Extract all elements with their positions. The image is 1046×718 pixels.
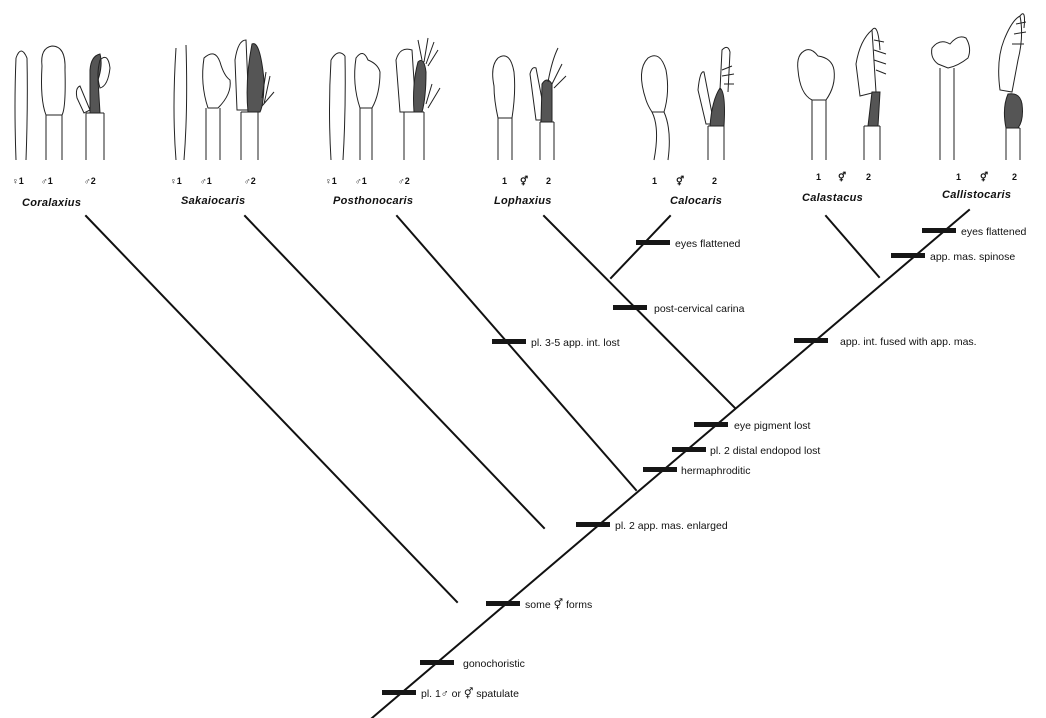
label-callistocaris-3: 2 xyxy=(1012,172,1017,182)
tree-branches xyxy=(86,210,969,718)
label-coralaxius-2: ♂1 xyxy=(41,176,53,186)
char-gonochoristic: gonochoristic xyxy=(463,658,525,670)
bar-hermaphroditic xyxy=(643,467,677,472)
appendage-labels: ♀1 ♂1 ♂2 ♀1 ♂1 ♂2 ♀1 ♂1 ♂2 1 ⚥ 2 1 ⚥ 2 1… xyxy=(12,171,1017,186)
main-stem xyxy=(372,210,969,718)
label-calastacus-2: ⚥ xyxy=(838,171,846,182)
label-lophaxius-1: 1 xyxy=(502,176,507,186)
label-sakaiocaris-2: ♂1 xyxy=(200,176,212,186)
label-sakaiocaris-1: ♀1 xyxy=(170,176,182,186)
taxon-calastacus: Calastacus xyxy=(802,192,863,204)
label-calastacus-3: 2 xyxy=(866,172,871,182)
bar-pl2-distal xyxy=(672,447,706,452)
bar-eye-pigment xyxy=(694,422,728,427)
char-some-forms: some ⚥ forms xyxy=(525,597,592,611)
label-sakaiocaris-3: ♂2 xyxy=(244,176,256,186)
char-hermaphroditic: hermaphroditic xyxy=(681,465,750,477)
appendage-drawings xyxy=(15,14,1026,160)
taxon-lophaxius: Lophaxius xyxy=(494,195,552,207)
bar-some-forms xyxy=(486,601,520,606)
bar-pl2-enlarged xyxy=(576,522,610,527)
drawing-posthonocaris xyxy=(330,38,441,160)
label-callistocaris-1: 1 xyxy=(956,172,961,182)
taxon-coralaxius: Coralaxius xyxy=(22,197,81,209)
taxon-names: Coralaxius Sakaiocaris Posthonocaris Lop… xyxy=(22,189,1011,209)
label-posthonocaris-1: ♀1 xyxy=(325,176,337,186)
branch-calocaris xyxy=(611,216,670,278)
taxon-calocaris: Calocaris xyxy=(670,195,722,207)
branch-posthonocaris xyxy=(397,216,636,490)
label-calocaris-1: 1 xyxy=(652,176,657,186)
label-posthonocaris-3: ♂2 xyxy=(398,176,410,186)
branch-sakaiocaris xyxy=(245,216,544,528)
label-calocaris-3: 2 xyxy=(712,176,717,186)
char-eyes-flattened-b: eyes flattened xyxy=(961,226,1027,238)
char-pl-3-5: pl. 3-5 app. int. lost xyxy=(531,337,620,349)
drawing-sakaiocaris xyxy=(174,40,274,160)
char-app-int-fused: app. int. fused with app. mas. xyxy=(840,336,977,348)
bar-app-int-fused xyxy=(794,338,828,343)
bar-eyes-flattened-a xyxy=(636,240,670,245)
drawing-lophaxius xyxy=(493,48,566,160)
label-callistocaris-2: ⚥ xyxy=(980,171,988,182)
label-posthonocaris-2: ♂1 xyxy=(355,176,367,186)
drawing-callistocaris xyxy=(932,14,1026,160)
char-app-mas-spinose: app. mas. spinose xyxy=(930,251,1015,263)
bar-pl-3-5 xyxy=(492,339,526,344)
label-coralaxius-1: ♀1 xyxy=(12,176,24,186)
taxon-callistocaris: Callistocaris xyxy=(942,189,1011,201)
label-coralaxius-3: ♂2 xyxy=(84,176,96,186)
bar-gonochoristic xyxy=(420,660,454,665)
label-lophaxius-2: ⚥ xyxy=(520,175,528,186)
bar-post-cervical xyxy=(613,305,647,310)
drawing-coralaxius xyxy=(15,46,110,160)
branch-coralaxius xyxy=(86,216,457,602)
char-eye-pigment: eye pigment lost xyxy=(734,420,811,432)
char-pl1-spatulate: pl. 1♂ or ⚥ spatulate xyxy=(421,686,519,700)
drawing-calastacus xyxy=(798,28,886,160)
branch-calastacus xyxy=(826,216,879,277)
char-post-cervical: post-cervical carina xyxy=(654,303,745,315)
bar-pl1-spatulate xyxy=(382,690,416,695)
label-lophaxius-3: 2 xyxy=(546,176,551,186)
label-calocaris-2: ⚥ xyxy=(676,175,684,186)
bar-eyes-flattened-b xyxy=(922,228,956,233)
label-calastacus-1: 1 xyxy=(816,172,821,182)
bar-app-mas-spinose xyxy=(891,253,925,258)
drawing-calocaris xyxy=(641,47,734,160)
char-pl2-enlarged: pl. 2 app. mas. enlarged xyxy=(615,520,728,532)
taxon-sakaiocaris: Sakaiocaris xyxy=(181,195,245,207)
char-eyes-flattened-a: eyes flattened xyxy=(675,238,741,250)
taxon-posthonocaris: Posthonocaris xyxy=(333,195,413,207)
char-pl2-distal: pl. 2 distal endopod lost xyxy=(710,445,820,457)
character-labels: eyes flattened eyes flattened app. mas. … xyxy=(421,226,1027,700)
